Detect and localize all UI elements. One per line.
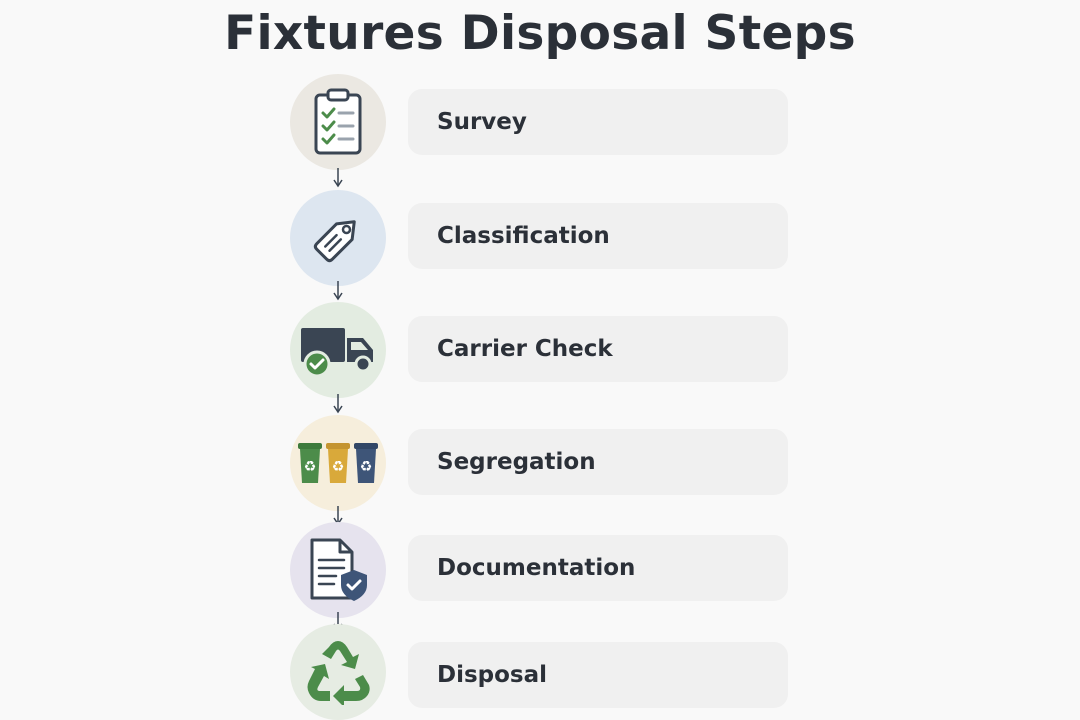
step-6-label: Disposal — [408, 642, 788, 708]
step-3-label: Carrier Check — [408, 316, 788, 382]
step-5-label: Documentation — [408, 535, 788, 601]
step-2-label: Classification — [408, 203, 788, 269]
svg-text:♻: ♻ — [332, 459, 345, 475]
recycling-bins-icon: ♻ ♻ ♻ — [298, 443, 378, 483]
step-5-icon-circle — [290, 522, 386, 618]
document-shield-icon — [310, 538, 367, 601]
arrow-down-icon — [333, 281, 343, 301]
diagram-title: Fixtures Disposal Steps — [224, 6, 856, 61]
arrow-down-icon — [333, 394, 343, 414]
step-4-label: Segregation — [408, 429, 788, 495]
truck-check-icon — [301, 328, 373, 378]
step-2-icon-circle — [290, 190, 386, 286]
step-4-icon-circle: ♻ ♻ ♻ — [290, 415, 386, 511]
tag-icon — [313, 220, 356, 263]
step-6-icon-circle — [290, 624, 386, 720]
step-1-icon-circle — [290, 74, 386, 170]
svg-text:♻: ♻ — [304, 459, 317, 475]
svg-text:♻: ♻ — [360, 459, 373, 475]
step-3-icon-circle — [290, 302, 386, 398]
step-1-label: Survey — [408, 89, 788, 155]
recycle-symbol-icon — [307, 641, 370, 705]
arrow-down-icon — [333, 168, 343, 188]
clipboard-checklist-icon — [314, 88, 362, 155]
